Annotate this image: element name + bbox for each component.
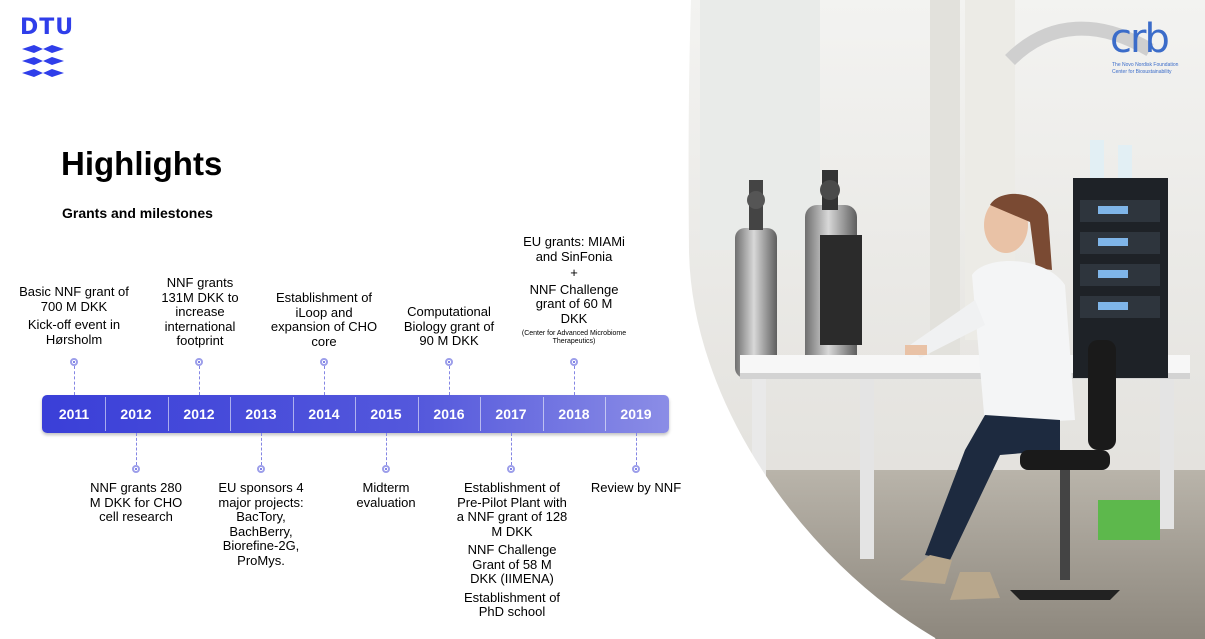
timeline-divider xyxy=(293,397,294,431)
milestone-text: NNF grants 280 M DKK for CHO cell resear… xyxy=(89,480,183,524)
milestone-text: Kick-off event in Hørsholm xyxy=(27,317,121,347)
milestone-text: NNF Challenge grant of 60 M DKK xyxy=(529,281,619,326)
milestone-text: Midterm evaluation xyxy=(356,480,416,510)
milestone-2016: Computational Biology grant of 90 M DKK xyxy=(396,304,502,349)
milestone-note: (Center for Advanced Microbiome Therapeu… xyxy=(521,330,627,345)
timeline-year: 2016 xyxy=(433,406,465,422)
timeline-divider xyxy=(605,397,606,431)
crb-logo: crb The Novo Nordisk Foundation Center f… xyxy=(1092,18,1192,82)
dtu-logo: DTU xyxy=(20,15,75,81)
timeline-divider xyxy=(480,397,481,431)
milestone-2018: EU grants: MIAMi and SinFonia + NNF Chal… xyxy=(516,234,632,346)
milestone-text: Computational Biology grant of 90 M DKK xyxy=(403,304,495,348)
milestone-marker xyxy=(320,358,328,366)
page-title: Highlights xyxy=(61,145,223,182)
milestone-marker xyxy=(507,465,515,473)
page-subtitle: Grants and milestones xyxy=(62,205,213,221)
milestone-text: NNF Challenge Grant of 58 M DKK (IIMENA) xyxy=(467,542,557,586)
milestone-text: EU sponsors 4 major projects: BacTory, B… xyxy=(218,480,304,568)
timeline-year: 2018 xyxy=(558,406,590,422)
timeline-year: 2012 xyxy=(120,406,152,422)
timeline-divider xyxy=(543,397,544,431)
milestone-2012-below: NNF grants 280 M DKK for CHO cell resear… xyxy=(86,480,186,525)
milestone-marker xyxy=(382,465,390,473)
milestone-connector xyxy=(386,433,387,465)
milestone-connector xyxy=(74,366,75,395)
timeline-year: 2017 xyxy=(495,406,527,422)
milestone-marker xyxy=(195,358,203,366)
milestone-connector xyxy=(511,433,512,465)
milestone-marker xyxy=(445,358,453,366)
timeline-divider xyxy=(105,397,106,431)
timeline-year: 2012 xyxy=(183,406,215,422)
dtu-logo-text: DTU xyxy=(20,15,75,40)
crb-wordmark: crb xyxy=(1110,16,1170,62)
milestone-2019: Review by NNF xyxy=(584,480,688,496)
milestone-2013: EU sponsors 4 major projects: BacTory, B… xyxy=(211,480,311,568)
timeline-year: 2014 xyxy=(308,406,340,422)
timeline-divider xyxy=(168,397,169,431)
milestone-marker xyxy=(570,358,578,366)
timeline-year: 2019 xyxy=(620,406,652,422)
timeline-year: 2011 xyxy=(58,406,90,422)
milestone-connector xyxy=(261,433,262,465)
milestone-text: EU grants: MIAMi and SinFonia xyxy=(523,234,625,264)
milestone-text: NNF grants 131M DKK to increase internat… xyxy=(161,275,239,348)
milestone-2017: Establishment of Pre-Pilot Plant with a … xyxy=(456,480,568,620)
milestone-text: Establishment of Pre-Pilot Plant with a … xyxy=(456,480,568,539)
timeline-year: 2013 xyxy=(245,406,277,422)
timeline-year: 2015 xyxy=(370,406,402,422)
milestone-connector xyxy=(574,366,575,395)
crb-tagline-1: The Novo Nordisk Foundation xyxy=(1112,62,1179,68)
milestone-2015: Midterm evaluation xyxy=(346,480,426,510)
milestone-connector xyxy=(449,366,450,395)
crb-tagline-2: Center for Biosustainability xyxy=(1112,69,1172,75)
milestone-text: Review by NNF xyxy=(590,480,682,495)
milestone-text: Establishment of PhD school xyxy=(463,589,561,619)
milestone-text: Basic NNF grant of 700 M DKK xyxy=(19,284,129,314)
timeline-divider xyxy=(230,397,231,431)
milestone-connector xyxy=(136,433,137,465)
timeline-divider xyxy=(355,397,356,431)
milestone-connector xyxy=(199,366,200,395)
milestone-marker xyxy=(632,465,640,473)
milestone-2011: Basic NNF grant of 700 M DKK Kick-off ev… xyxy=(17,284,131,347)
milestone-2014: Establishment of iLoop and expansion of … xyxy=(267,290,381,349)
milestone-marker xyxy=(257,465,265,473)
timeline-divider xyxy=(418,397,419,431)
milestone-2012-above: NNF grants 131M DKK to increase internat… xyxy=(150,275,250,349)
milestone-connector xyxy=(324,366,325,395)
milestone-text: + xyxy=(570,265,578,280)
milestone-marker xyxy=(132,465,140,473)
milestone-text: Establishment of iLoop and expansion of … xyxy=(270,290,378,349)
milestone-marker xyxy=(70,358,78,366)
milestone-connector xyxy=(636,433,637,465)
dtu-wave-icon xyxy=(22,45,64,77)
